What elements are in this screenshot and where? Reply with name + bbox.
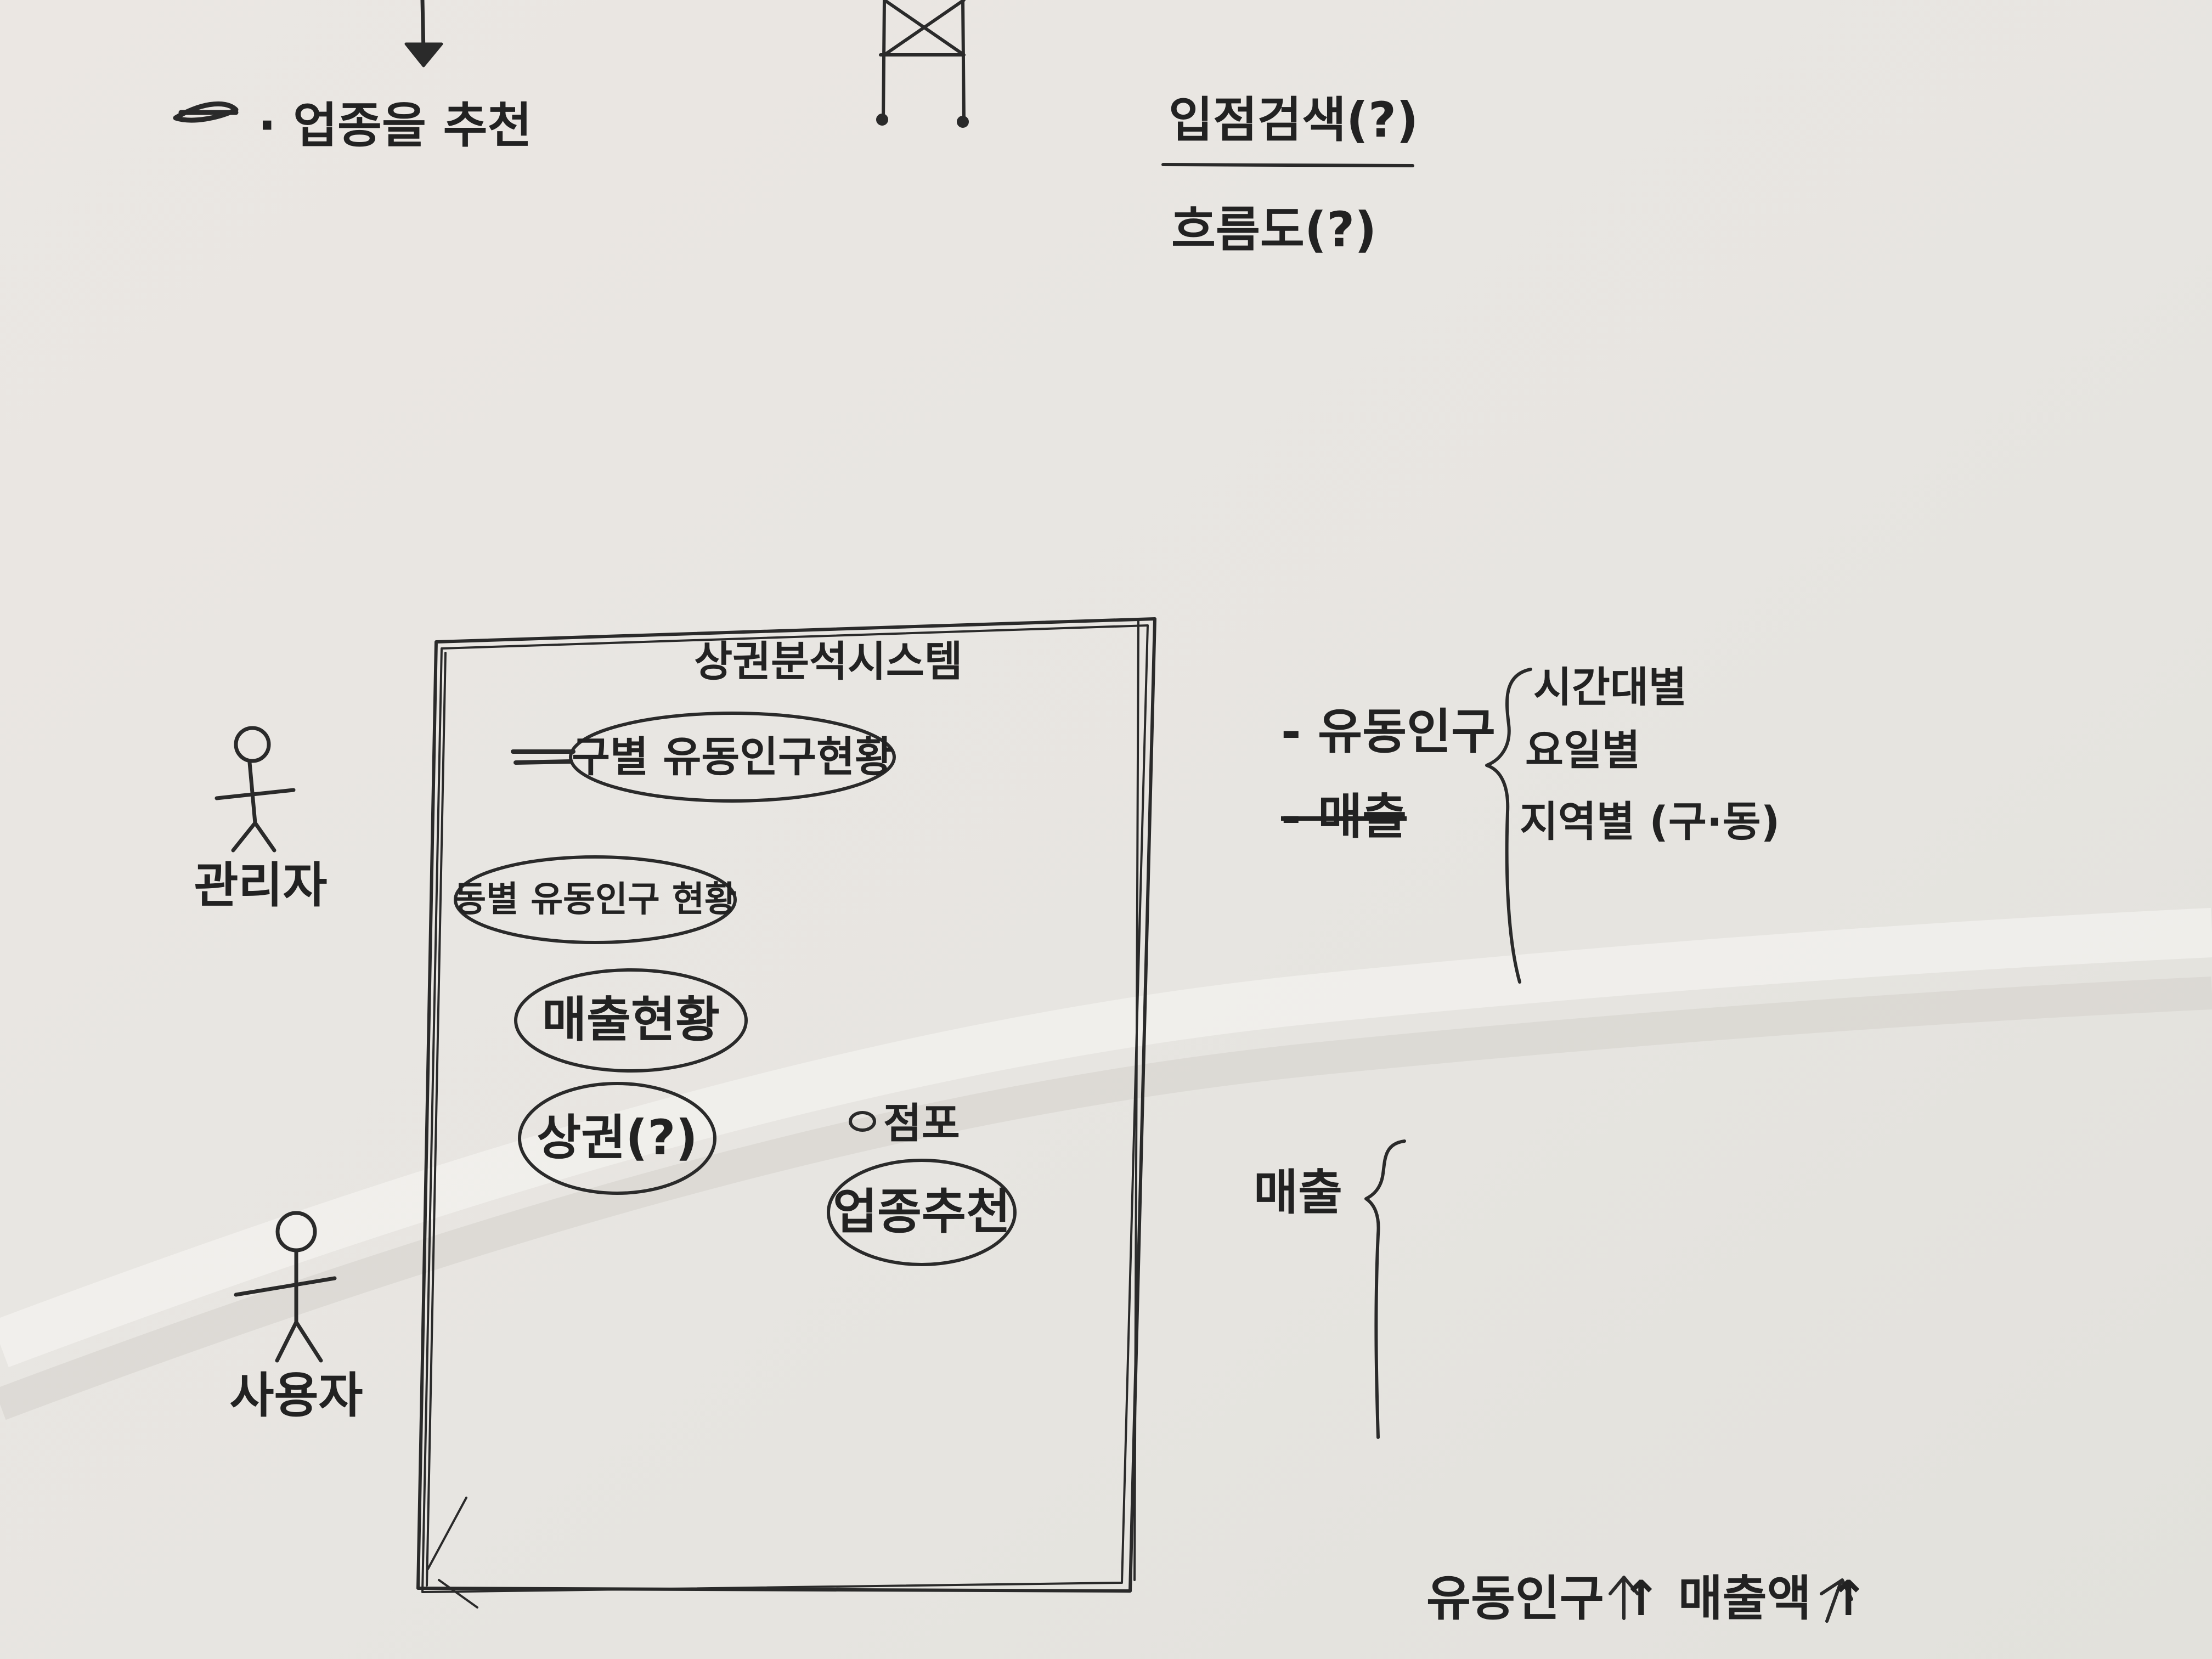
actor-admin-figure [217, 728, 294, 850]
search-note: 입점검색(?) [1169, 92, 1419, 148]
store-label: 점포 [883, 1099, 960, 1148]
system-boundary [418, 619, 1155, 1607]
tower-sketch [878, 0, 967, 126]
usecase-ellipse-3[interactable] [516, 970, 746, 1071]
sales-note: 매출 [1254, 1164, 1342, 1221]
sales-crossed-note: - 매출 [1281, 793, 1407, 841]
bullet-scribble [176, 104, 236, 120]
usecase-label-business-recommend[interactable]: 업종추천 [833, 1183, 1011, 1240]
usecase-label-district-population[interactable]: 구별 유동인구현황 [572, 732, 893, 781]
actor-user-figure [236, 1213, 335, 1361]
recommend-note: · 업종을 추천 [258, 97, 532, 154]
usecase-label-commercial-area[interactable]: 상권(?) [537, 1109, 698, 1166]
usecase-label-sales-status[interactable]: 매출현황 [542, 991, 720, 1048]
usecase-ellipse-2[interactable] [455, 857, 735, 943]
sales-crossed-text: - 매출 [1281, 788, 1407, 845]
crossed-scribble [513, 752, 573, 763]
up-arrow-2 [1821, 1580, 1852, 1621]
bottom-note: 유동인구 ↑ 매출액 ↑ [1426, 1570, 1869, 1627]
paper-crease-shadow [0, 993, 2212, 1404]
usecase-label-dong-population[interactable]: 동별 유동인구 현황 [454, 879, 737, 920]
paper-crease [0, 933, 2212, 1344]
search-underline [1163, 165, 1413, 166]
small-circle-mark [850, 1113, 874, 1130]
down-arrow-head [406, 44, 442, 66]
usecase-ellipse-1[interactable] [571, 713, 894, 801]
breakdown-region: 지역별 (구·동) [1520, 797, 1780, 846]
actor-admin-label: 관리자 [194, 857, 328, 913]
breakdown-time: 시간대별 [1533, 663, 1687, 712]
breakdown-brace [1487, 669, 1531, 982]
up-arrow-1 [1610, 1577, 1638, 1618]
sales-brace [1366, 1141, 1404, 1437]
system-title: 상권분석시스템 [694, 637, 963, 686]
usecase-ellipse-5[interactable] [828, 1160, 1015, 1265]
population-note: - 유동인구 [1281, 703, 1496, 760]
flowchart-note: 흐름도(?) [1171, 201, 1377, 258]
usecase-ellipse-4[interactable] [520, 1084, 715, 1193]
breakdown-weekday: 요일별 [1525, 726, 1640, 775]
actor-user-label: 사용자 [229, 1367, 363, 1424]
